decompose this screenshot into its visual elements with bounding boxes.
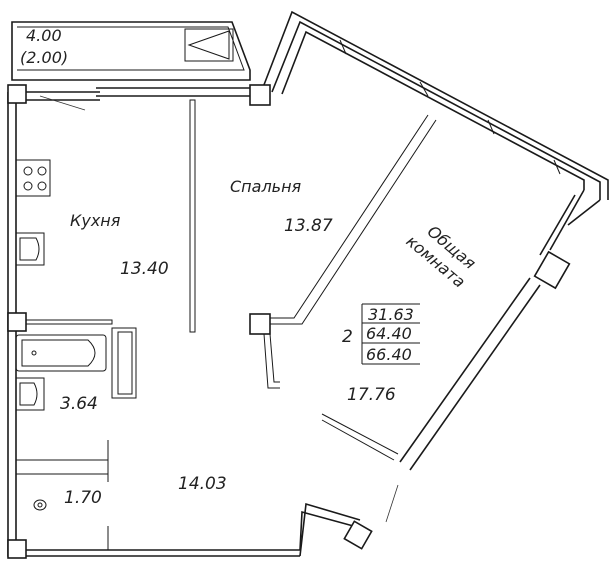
door-swings — [39, 95, 399, 523]
kitchen-name: Кухня — [70, 211, 121, 230]
kitchen-fixtures — [15, 159, 51, 266]
toilet-icon — [33, 499, 47, 511]
wc-area: 1.70 — [64, 488, 102, 508]
total-area-with-balcony: 66.40 — [366, 345, 412, 364]
balcony-cabinet — [184, 28, 234, 62]
bathroom-fixtures — [15, 334, 107, 511]
total-area: 64.40 — [366, 324, 412, 343]
hall-area: 14.03 — [178, 474, 227, 494]
bedroom-area: 13.87 — [284, 216, 333, 236]
kitchen-area: 13.40 — [120, 259, 169, 279]
interior-walls — [16, 99, 437, 550]
stove-icon — [15, 159, 51, 197]
bathroom-area: 3.64 — [60, 394, 98, 414]
living-area-total: 31.63 — [368, 305, 414, 324]
columns — [7, 84, 571, 559]
area-summary-box — [361, 303, 420, 365]
sink-icon — [15, 232, 45, 266]
balcony-reduced-area: (2.00) — [20, 48, 68, 67]
living-room-label: Общая комната — [402, 222, 479, 292]
living-room-area: 17.76 — [347, 385, 396, 405]
balcony — [11, 21, 251, 81]
bathtub-icon — [15, 334, 107, 372]
washbasin-icon — [15, 377, 45, 411]
balcony-area: 4.00 — [26, 26, 62, 45]
room-count: 2 — [342, 327, 353, 347]
window-marks — [339, 39, 561, 175]
bedroom-name: Спальня — [230, 177, 302, 196]
